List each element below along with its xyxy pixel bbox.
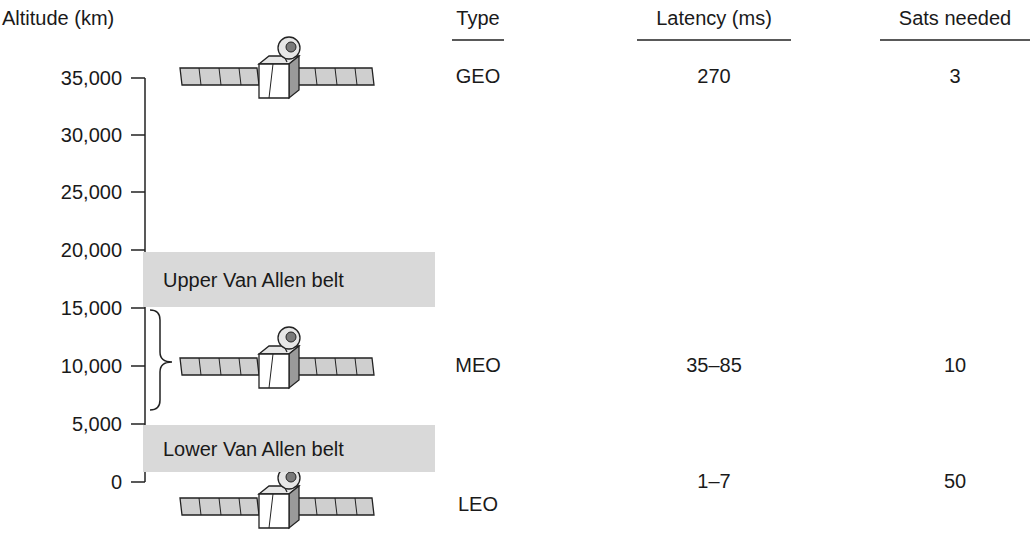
axis-title: Altitude (km): [2, 6, 114, 30]
orbit-type: GEO: [456, 64, 500, 88]
tick-label: 30,000: [61, 123, 122, 147]
radiation-belt-band: Upper Van Allen belt: [143, 252, 435, 307]
tick-label: 35,000: [61, 66, 122, 90]
latency-value: 35–85: [686, 353, 742, 377]
band-label: Lower Van Allen belt: [163, 437, 344, 461]
tick-label: 25,000: [61, 180, 122, 204]
geo-satellite: [180, 37, 374, 98]
orbit-type: LEO: [458, 492, 498, 516]
tick-label: 5,000: [72, 412, 122, 436]
sats-needed-value: 10: [944, 353, 966, 377]
meo-range-bracket: [150, 310, 172, 410]
orbit-type: MEO: [455, 353, 501, 377]
band-label: Upper Van Allen belt: [163, 268, 344, 292]
tick-label: 0: [111, 470, 122, 494]
sats-needed-value: 50: [944, 469, 966, 493]
column-header: Sats needed: [899, 6, 1011, 30]
meo-satellite: [180, 327, 374, 388]
tick-label: 10,000: [61, 354, 122, 378]
tick-label: 15,000: [61, 296, 122, 320]
leo-satellite: [180, 467, 374, 528]
tick-label: 20,000: [61, 238, 122, 262]
sats-needed-value: 3: [949, 64, 960, 88]
column-header: Type: [456, 6, 499, 30]
latency-value: 1–7: [697, 469, 730, 493]
radiation-belt-band: Lower Van Allen belt: [143, 425, 435, 472]
column-header: Latency (ms): [656, 6, 772, 30]
latency-value: 270: [697, 64, 730, 88]
header-underlines: [452, 39, 1030, 41]
